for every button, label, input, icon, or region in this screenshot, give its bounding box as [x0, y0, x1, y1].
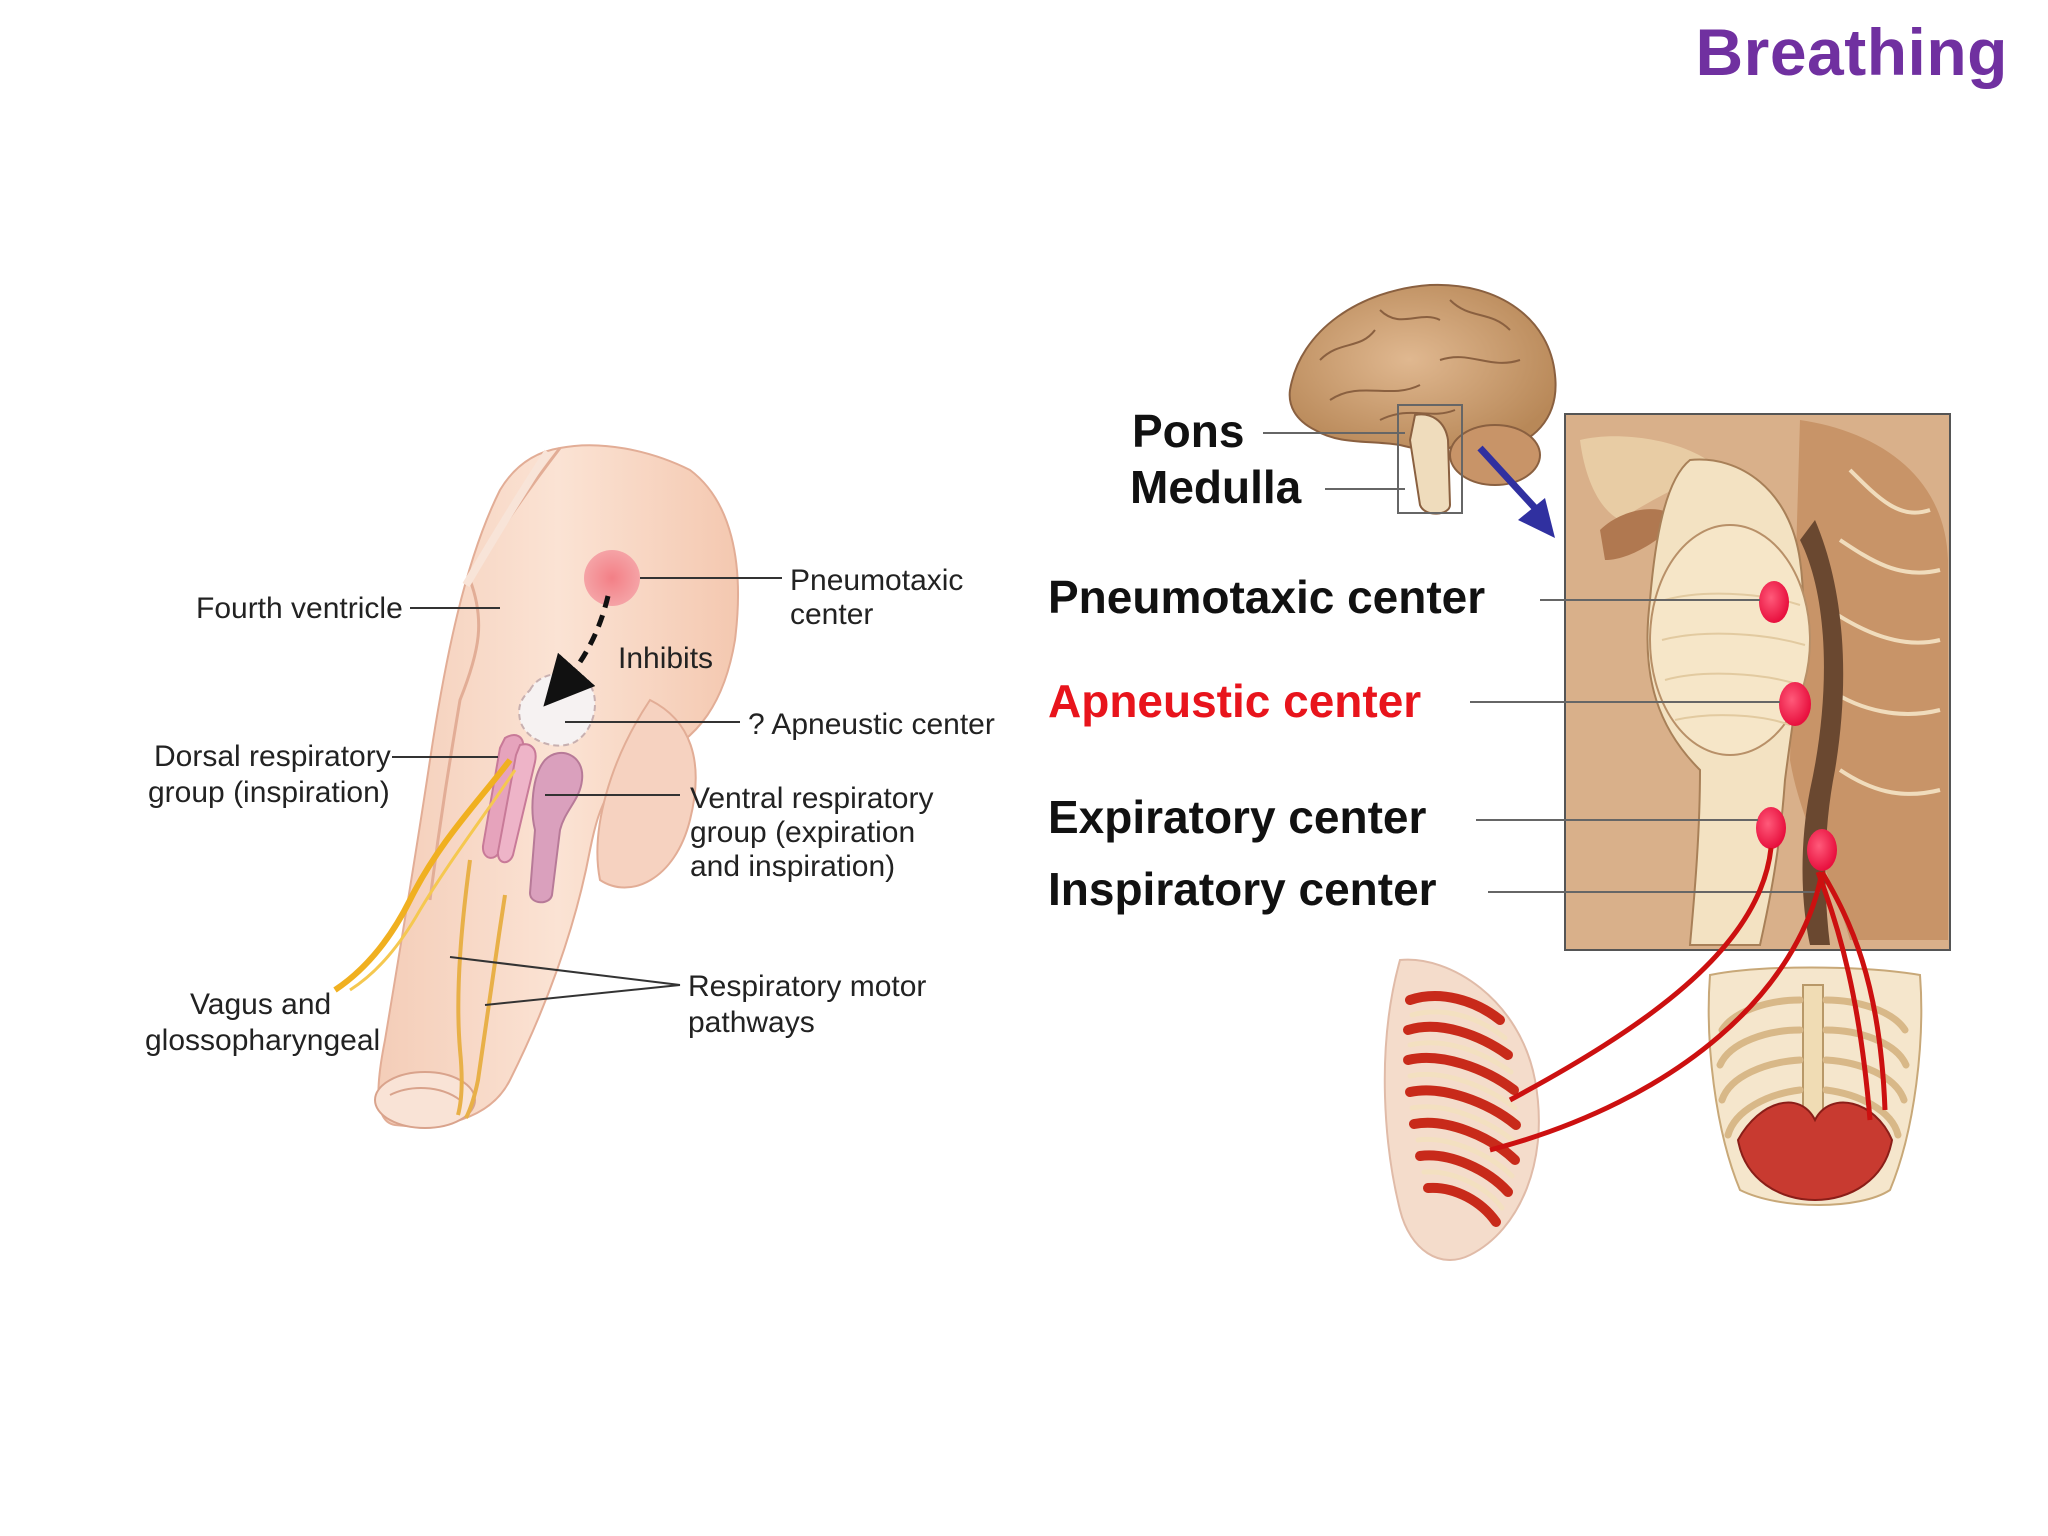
label-motor-line1: Respiratory motor: [688, 970, 926, 1003]
brain-gyri: [1319, 299, 1521, 421]
brainstem-bulb: [596, 698, 697, 889]
label-pneumotaxic-center: Pneumotaxic center: [1048, 571, 1485, 623]
pneumotaxic-spot: [584, 550, 640, 606]
left-brainstem-diagram: Fourth ventricle Pneumotaxic center Inhi…: [145, 444, 995, 1129]
label-medulla: Medulla: [1130, 461, 1302, 513]
right-brain-diagram: Pons Medulla Pneumotaxic center Apneusti…: [1048, 283, 1951, 1261]
ventral-respiratory-group: [528, 751, 584, 904]
motor-pathway-1: [456, 859, 472, 1116]
label-motor-line2: pathways: [688, 1006, 815, 1039]
label-pneumotaxic-line2: center: [790, 598, 873, 631]
brainstem-small: [1408, 413, 1452, 515]
pneumotaxic-center-dot: [1759, 581, 1789, 623]
inhibits-arrow: [543, 595, 611, 707]
label-dorsal-line1: Dorsal respiratory: [154, 740, 391, 773]
label-apneustic-center: Apneustic center: [1048, 675, 1421, 727]
ribcage-side: [1383, 958, 1540, 1261]
zoom-box-small: [1397, 404, 1463, 514]
right-leader-lines: [1263, 432, 1820, 893]
expiratory-center-dot: [1756, 807, 1786, 849]
diaphragm: [1736, 1101, 1894, 1202]
label-vagus-line2: glossopharyngeal: [145, 1024, 380, 1057]
label-pneumotaxic-line1: Pneumotaxic: [790, 564, 963, 597]
left-leader-lines: [392, 577, 782, 1006]
label-vagus-line1: Vagus and: [190, 988, 331, 1021]
label-inspiratory-center: Inspiratory center: [1048, 863, 1437, 915]
label-ventral-line2: group (expiration: [690, 816, 915, 849]
label-ventral-line1: Ventral respiratory: [690, 782, 933, 815]
label-pons: Pons: [1132, 405, 1244, 457]
slide-title: Breathing: [1695, 15, 2008, 89]
ribcage-front: [1707, 966, 1923, 1206]
label-fourth-ventricle: Fourth ventricle: [196, 592, 403, 625]
label-apneustic: ? Apneustic center: [748, 708, 995, 741]
right-nerves: [1489, 847, 1888, 1153]
label-inhibits: Inhibits: [618, 642, 713, 675]
apneustic-center-dot: [1779, 682, 1811, 726]
label-ventral-line3: and inspiration): [690, 850, 895, 883]
inspiratory-center-dot: [1807, 829, 1837, 871]
cerebellum-small: [1449, 424, 1541, 486]
zoom-arrow: [1477, 445, 1538, 511]
motor-pathway-2: [464, 894, 507, 1119]
label-dorsal-line2: group (inspiration): [148, 776, 390, 809]
vagus-nerve: [333, 758, 513, 993]
label-expiratory-center: Expiratory center: [1048, 791, 1426, 843]
